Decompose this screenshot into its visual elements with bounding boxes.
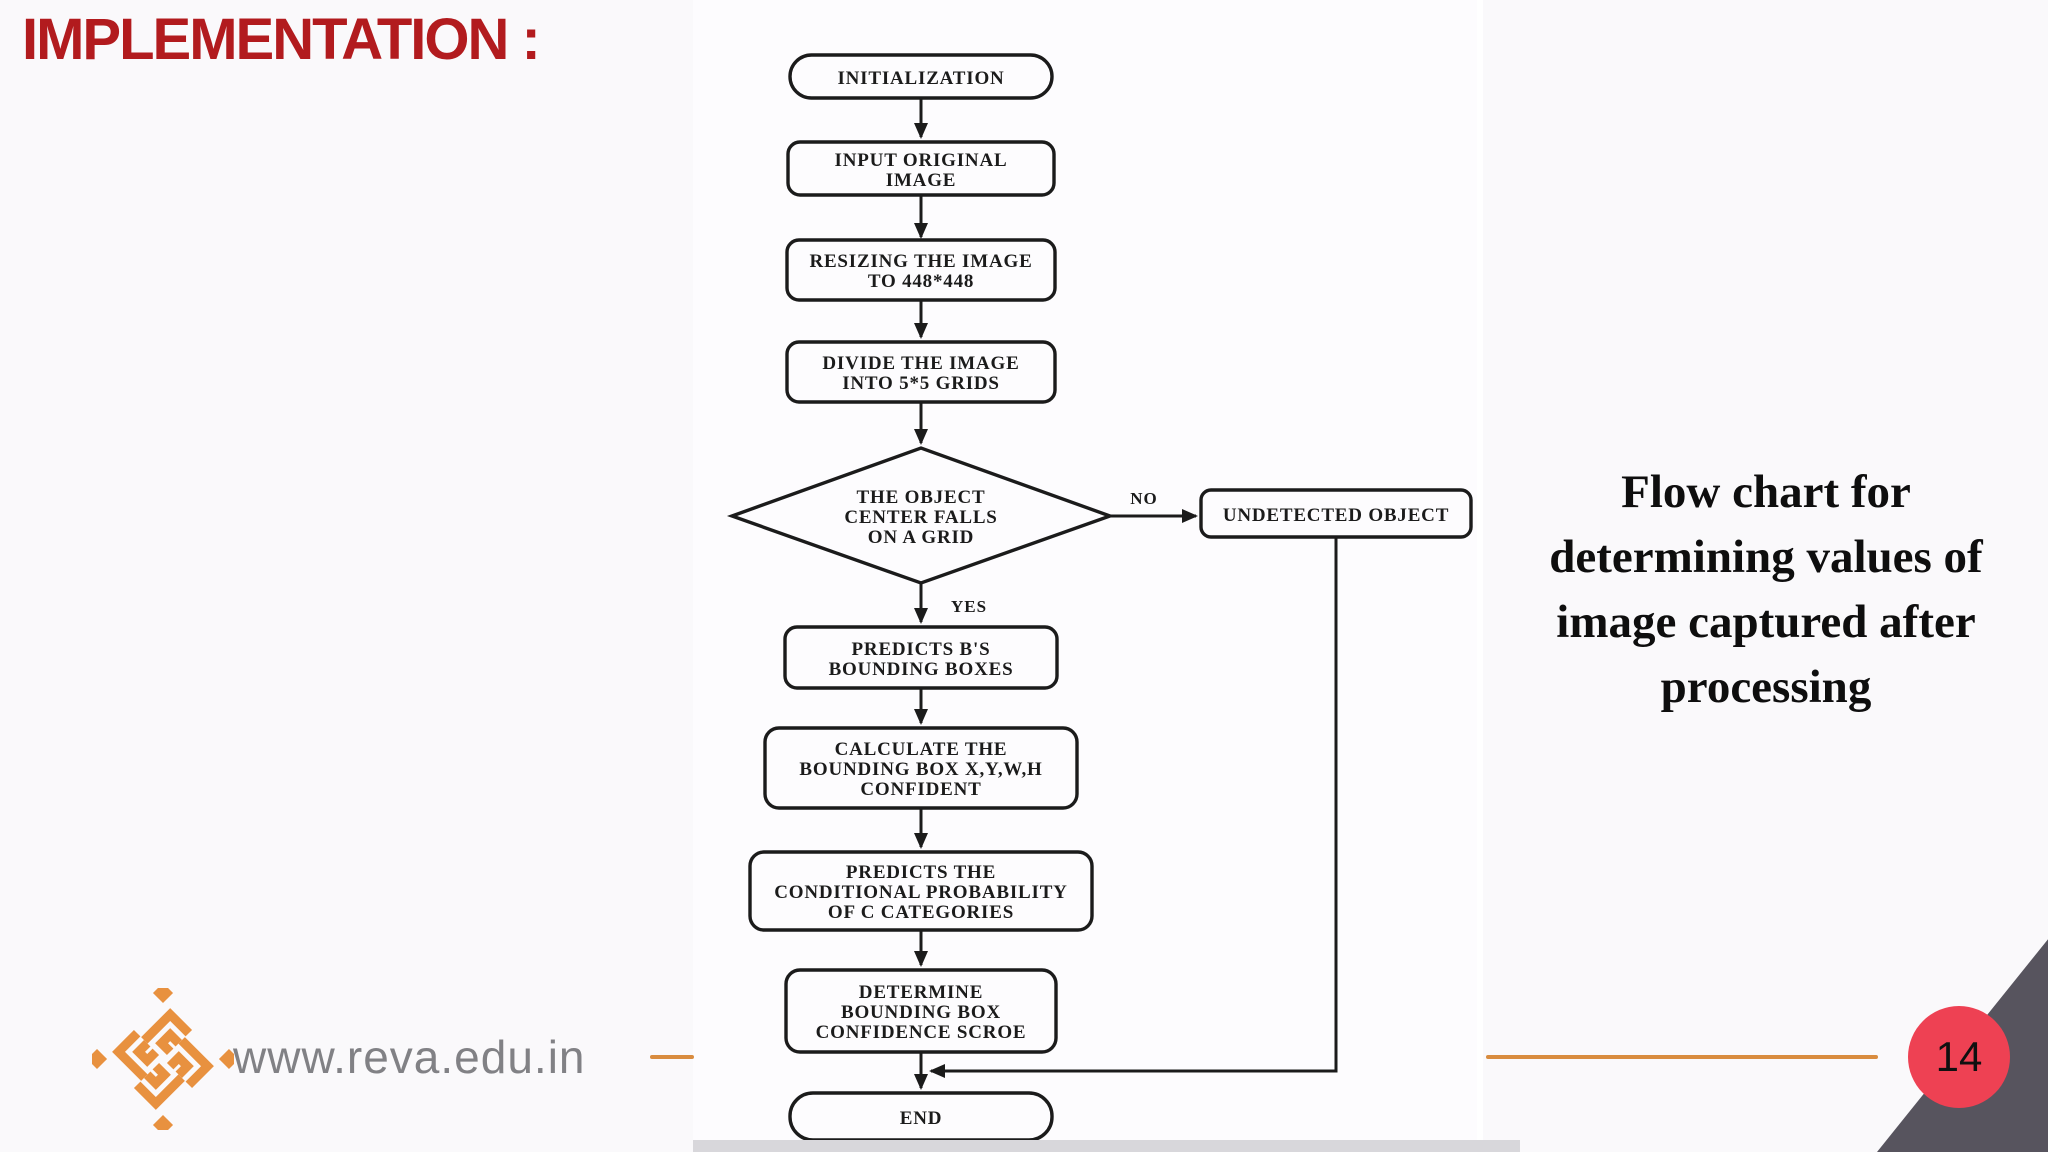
flowchart-region-bottom-strip [693,1140,1520,1152]
footer-accent-line [1486,1055,1878,1059]
svg-text:BOUNDING BOX X,Y,W,H: BOUNDING BOX X,Y,W,H [799,759,1042,780]
svg-text:RESIZING THE IMAGE: RESIZING THE IMAGE [809,251,1032,272]
svg-text:BOUNDING BOX: BOUNDING BOX [841,1002,1001,1023]
svg-text:END: END [900,1108,943,1129]
edge-undetected-end [929,537,1338,1078]
flow-node-resize-image: RESIZING THE IMAGE TO 448*448 [785,238,1057,302]
svg-text:INITIALIZATION: INITIALIZATION [837,68,1004,89]
svg-text:CALCULATE THE: CALCULATE THE [835,739,1008,760]
flowchart-caption: Flow chart for determining values of ima… [1488,460,2044,720]
svg-text:IMAGE: IMAGE [886,170,957,191]
svg-text:OF C CATEGORIES: OF C CATEGORIES [828,902,1014,923]
flow-node-divide-grids: DIVIDE THE IMAGE INTO 5*5 GRIDS [785,340,1057,404]
flowchart-region-right-edge [1477,0,1483,1140]
flow-node-calculate-bounding-box: CALCULATE THE BOUNDING BOX X,Y,W,H CONFI… [763,726,1079,810]
flow-node-predicts-bounding-boxes: PREDICTS B'S BOUNDING BOXES [783,625,1059,690]
edge-label-yes: YES [951,597,987,616]
svg-text:PREDICTS B'S: PREDICTS B'S [852,639,991,660]
flow-nodes: INITIALIZATION INPUT ORIGINAL IMAGE RESI… [726,53,1473,1140]
flow-edges [914,98,1338,1090]
svg-text:ON A GRID: ON A GRID [868,527,974,548]
svg-text:CENTER FALLS: CENTER FALLS [844,507,997,528]
caption-line: processing [1660,661,1872,713]
flow-node-input-original-image: INPUT ORIGINAL IMAGE [786,140,1056,197]
reva-logo-icon [92,988,234,1130]
svg-text:CONDITIONAL PROBABILITY: CONDITIONAL PROBABILITY [774,882,1067,903]
svg-text:THE OBJECT: THE OBJECT [857,487,986,508]
svg-text:DIVIDE THE IMAGE: DIVIDE THE IMAGE [822,353,1019,374]
svg-text:PREDICTS THE: PREDICTS THE [846,862,996,883]
flow-node-decision-object-center: THE OBJECT CENTER FALLS ON A GRID [726,446,1116,585]
flow-node-undetected-object: UNDETECTED OBJECT [1199,488,1473,539]
caption-line: determining values of [1549,531,1983,583]
edge-label-no: NO [1130,489,1158,508]
svg-text:CONFIDENT: CONFIDENT [860,779,981,800]
svg-text:INTO 5*5 GRIDS: INTO 5*5 GRIDS [842,373,1000,394]
website-url: www.reva.edu.in [233,1031,586,1083]
svg-text:UNDETECTED OBJECT: UNDETECTED OBJECT [1223,505,1449,526]
flowchart-image-region: INITIALIZATION INPUT ORIGINAL IMAGE RESI… [693,0,1480,1140]
caption-line: image captured after [1556,596,1976,648]
svg-text:BOUNDING BOXES: BOUNDING BOXES [829,659,1014,680]
flow-node-end: END [788,1091,1054,1140]
svg-text:CONFIDENCE SCROE: CONFIDENCE SCROE [816,1022,1027,1043]
flow-node-initialization: INITIALIZATION [788,53,1054,100]
flow-node-conditional-probability: PREDICTS THE CONDITIONAL PROBABILITY OF … [748,850,1094,932]
svg-text:INPUT ORIGINAL: INPUT ORIGINAL [835,150,1008,171]
flowchart: INITIALIZATION INPUT ORIGINAL IMAGE RESI… [726,53,1473,1140]
footer-accent-dash [650,1055,694,1059]
svg-text:DETERMINE: DETERMINE [859,982,983,1003]
page-number-badge: 14 [1908,1006,2010,1108]
page-number: 14 [1935,1033,1983,1080]
svg-text:TO 448*448: TO 448*448 [868,271,974,292]
caption-line: Flow chart for [1621,466,1911,518]
flow-node-determine-confidence-score: DETERMINE BOUNDING BOX CONFIDENCE SCROE [784,968,1058,1054]
slide-title: IMPLEMENTATION : [22,7,541,72]
